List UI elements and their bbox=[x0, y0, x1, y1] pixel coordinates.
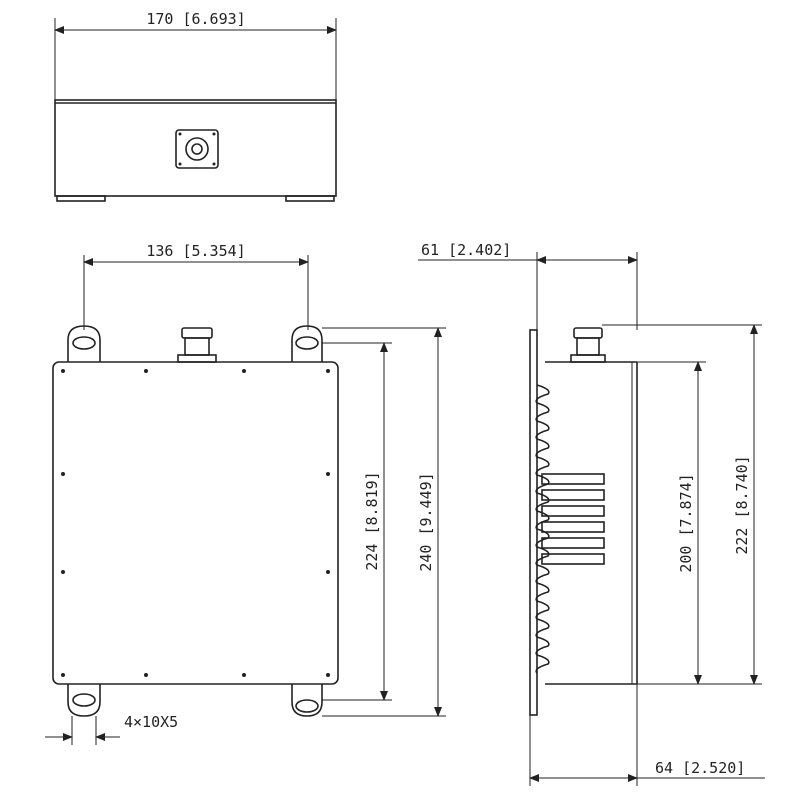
dim-width-label: 170 [6.693] bbox=[146, 10, 245, 28]
connector-base bbox=[570, 354, 606, 363]
dim-hole-label: 4×10X5 bbox=[124, 713, 178, 731]
mount-hole bbox=[72, 336, 96, 350]
foot bbox=[56, 195, 106, 202]
mount-ear bbox=[67, 684, 101, 717]
connector-flange bbox=[175, 129, 219, 169]
heatsink-fins bbox=[541, 473, 605, 565]
mount-hole bbox=[295, 699, 319, 713]
connector-body bbox=[184, 337, 210, 356]
connector-nut bbox=[181, 327, 213, 339]
top-view-body bbox=[54, 99, 337, 197]
mount-hole bbox=[72, 693, 96, 707]
side-view: 61 [2.402] 200 [7.874] 222 [ bbox=[418, 241, 765, 786]
front-body bbox=[52, 361, 339, 685]
mount-ear bbox=[291, 325, 323, 362]
connector-base bbox=[177, 354, 217, 363]
mount-ear bbox=[291, 684, 323, 717]
dim-200-label: 200 [7.874] bbox=[677, 473, 695, 572]
mount-hole bbox=[295, 336, 319, 350]
foot bbox=[285, 195, 335, 202]
mount-ear bbox=[67, 325, 101, 362]
dim-61-label: 61 [2.402] bbox=[421, 241, 511, 259]
top-view: 170 [6.693] bbox=[54, 10, 337, 202]
dim-222-label: 222 [8.740] bbox=[733, 455, 751, 554]
dim-width-label: 136 [5.354] bbox=[146, 242, 245, 260]
front-view: 136 [5.354] 224 [8.819] bbox=[45, 242, 446, 745]
connector-inner bbox=[191, 143, 203, 155]
dim-64-label: 64 [2.520] bbox=[655, 759, 745, 777]
dim-224-label: 224 [8.819] bbox=[363, 471, 381, 570]
connector-body bbox=[576, 337, 600, 356]
dim-240-label: 240 [9.449] bbox=[417, 472, 435, 571]
connector-nut bbox=[573, 327, 603, 339]
mounting-plate bbox=[529, 329, 538, 716]
screw-dots bbox=[61, 369, 330, 677]
connector-outer bbox=[185, 137, 209, 161]
heatsink-profile bbox=[535, 384, 550, 674]
